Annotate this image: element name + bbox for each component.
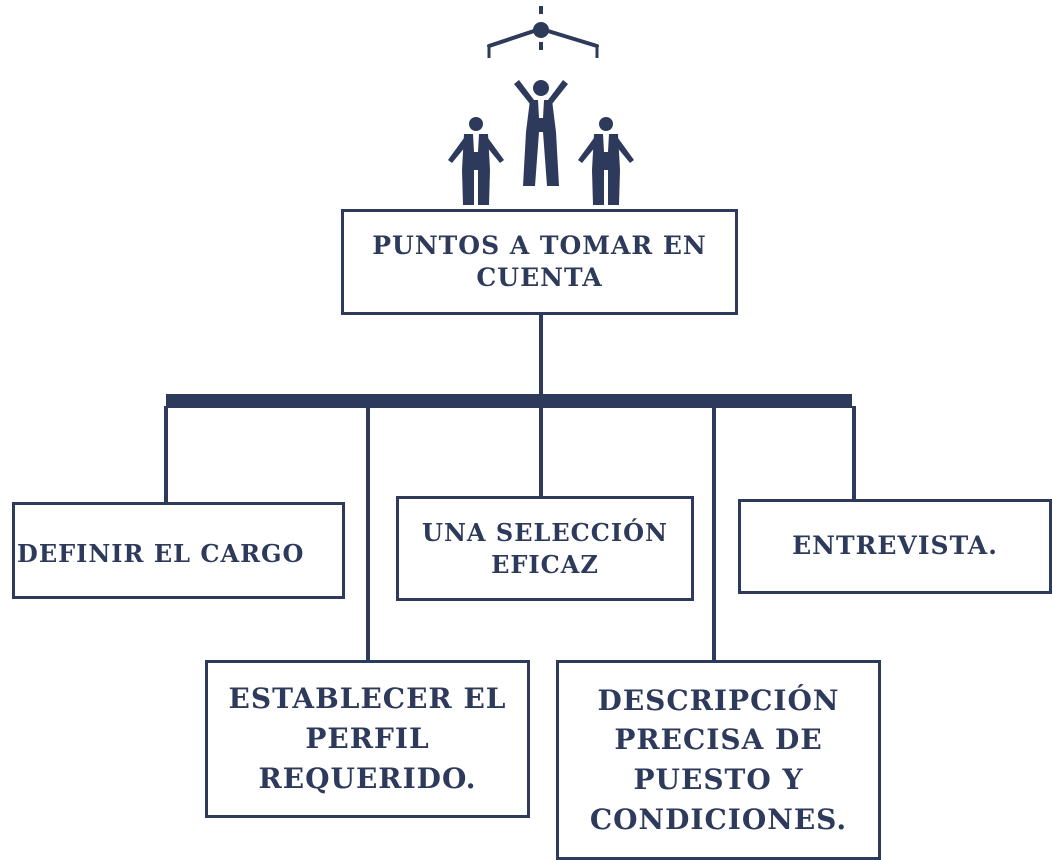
root-label: PUNTOS A TOMAR EN CUENTA xyxy=(372,230,707,293)
business-team-icon xyxy=(448,80,634,205)
box-definir-el-cargo: DEFINIR EL CARGO xyxy=(12,502,345,599)
box-descripcion-precisa: DESCRIPCIÓN PRECISA DE PUESTO Y CONDICIO… xyxy=(556,660,881,860)
box-una-seleccion-eficaz: UNA SELECCIÓN EFICAZ xyxy=(396,496,694,601)
box-establecer-perfil: ESTABLECER EL PERFIL REQUERIDO. xyxy=(205,660,530,818)
main-bus xyxy=(166,394,852,408)
connector-lines xyxy=(164,314,856,662)
box-label-establecer: ESTABLECER EL PERFIL REQUERIDO. xyxy=(228,682,507,795)
root-box: PUNTOS A TOMAR EN CUENTA xyxy=(341,209,738,315)
box-label-seleccion: UNA SELECCIÓN EFICAZ xyxy=(422,518,668,579)
compass-icon xyxy=(487,6,599,58)
box-label-definir: DEFINIR EL CARGO xyxy=(17,538,305,568)
box-label-entrevista: ENTREVISTA. xyxy=(792,531,998,561)
box-label-descripcion: DESCRIPCIÓN PRECISA DE PUESTO Y CONDICIO… xyxy=(589,683,848,836)
box-entrevista: ENTREVISTA. xyxy=(738,499,1052,594)
